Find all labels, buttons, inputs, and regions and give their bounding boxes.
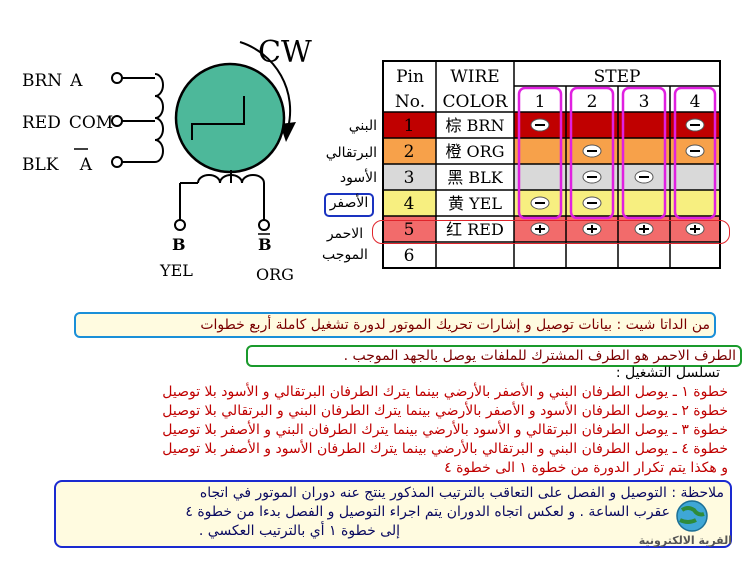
datasheet-note: من الداتا شيت : بيانات توصيل و إشارات تح… [74,312,716,338]
repeat-note: و هكذا يتم تكرار الدورة من خطوة ١ الى خط… [444,460,728,476]
row-no-cell [382,164,436,190]
step-cell [618,138,670,164]
step-highlight [517,86,563,220]
row-no-cell [382,112,436,138]
red-row-highlight [372,220,730,244]
step-cell [566,112,618,138]
rotor-symbol-icon [191,96,245,140]
terminal-org [258,219,270,231]
step-cell [514,138,566,164]
step-3: خطوة ٣ ـ يوصل الطرفان البرتقالي و الأسود… [162,422,728,438]
remark-line-1: ملاحظة : التوصيل و الفصل على التعاقب بال… [199,485,724,501]
arabic-black: الأسود [339,170,377,186]
row-no: 2 [404,142,415,162]
header-pin: Pin [396,67,424,87]
row-no-cell [382,242,436,268]
step-1: خطوة ١ ـ يوصل الطرفان البني و الأصفر بال… [162,384,728,400]
row-no: 1 [404,116,415,136]
pin-b-bar: B [258,235,272,254]
red-common-note: الطرف الاحمر هو الطرف المشترك للملفات يو… [246,345,742,367]
pin-b: B [172,235,186,254]
step-number: 4 [690,92,701,112]
remark-line-2: عقرب الساعة . و لعكس اتجاه الدوران يتم ا… [185,504,670,520]
header-wire: WIRE [450,67,499,87]
step-highlight [673,86,717,220]
terminal-yel [174,219,186,231]
arabic-orange: البرتقالي [325,145,377,161]
watermark-text: القرية الالكترونية [638,534,732,547]
remark-line-3: إلى خطوة ١ أي بالترتيب العكسي . [198,523,400,539]
globe-icon [676,500,708,532]
row-wire: 棕 BRN [446,116,505,135]
header-color: COLOR [443,92,509,112]
step-4: خطوة ٤ ـ يوصل الطرفان البني و البرتقالي … [162,441,728,457]
row-wire: 红 RED [446,220,504,239]
step-number: 3 [639,92,650,112]
step-cell [670,164,720,190]
step-cell [514,242,566,268]
row-no: 6 [404,246,415,266]
cw-arrow [239,41,292,129]
step-cell [670,242,720,268]
arabic-red: الاحمر [326,226,364,242]
row-wire: 橙 ORG [445,142,504,161]
step-2: خطوة ٢ ـ يوصل الطرفان الأسود و الأصفر با… [162,403,728,419]
remark-box: ملاحظة : التوصيل و الفصل على التعاقب بال… [54,480,732,548]
step-cell [618,112,670,138]
step-highlight [621,86,667,220]
row-no: 3 [404,168,415,188]
step-number: 2 [587,92,598,112]
step-cell [670,190,720,216]
watermark-logo: القرية الالكترونية [639,494,732,554]
sequence-title: تسلسل التشغيل : [615,365,720,381]
terminal-blk [111,156,123,168]
cw-label: CW [258,35,312,70]
step-cell [618,242,670,268]
row-no-cell [382,138,436,164]
wire-label-org: ORG [256,265,294,284]
step-cell [514,164,566,190]
row-no-cell [382,190,436,216]
arabic-brown: البني [348,118,377,134]
terminal-red [111,115,123,127]
row-no: 5 [404,220,415,240]
arabic-yellow: الأصفر [324,193,374,217]
step-number: 1 [535,92,546,112]
row-wire: 黄 YEL [448,194,502,213]
step-cell [618,190,670,216]
step-highlight [569,86,615,220]
wire-label-yel: YEL [159,261,193,280]
header-no: No. [395,92,425,112]
arabic-positive: الموجب [322,247,368,263]
row-wire: 黑 BLK [447,168,503,187]
row-no: 4 [404,194,415,214]
terminal-brn [111,72,123,84]
step-cell [566,242,618,268]
left-coil [154,73,164,163]
header-step: STEP [594,67,641,87]
